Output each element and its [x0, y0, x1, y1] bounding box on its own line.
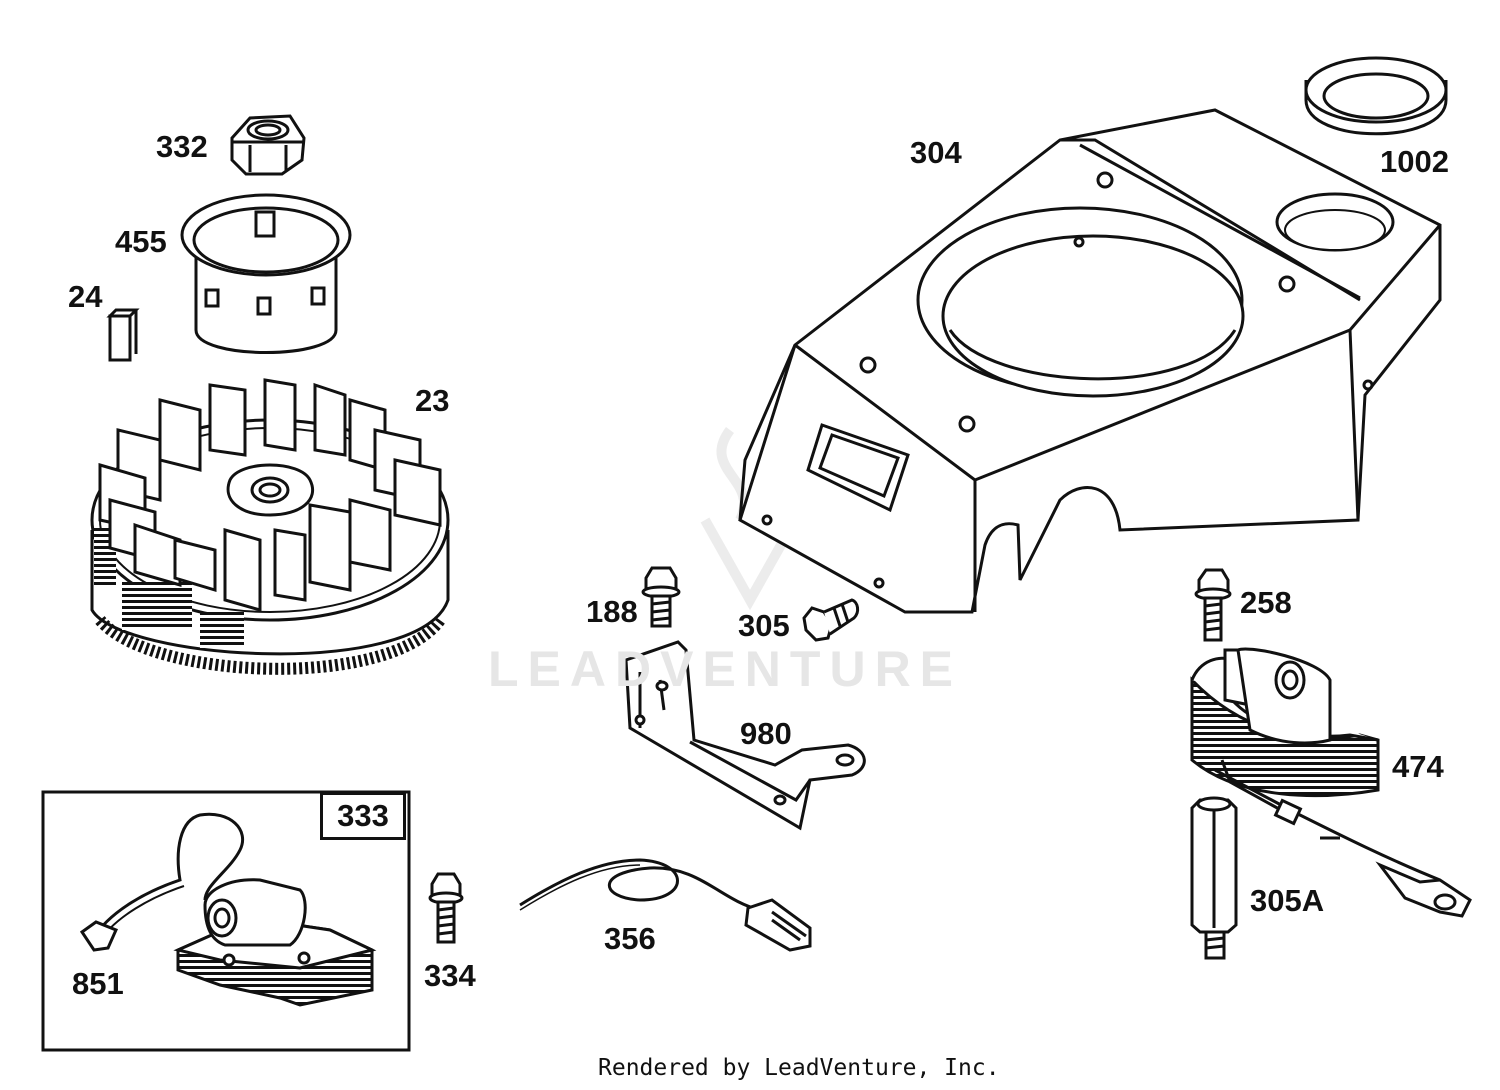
ground-wire-356 — [519, 858, 812, 952]
blower-housing-304 — [738, 108, 1442, 614]
ignition-module-851 — [79, 812, 377, 1007]
callout-305a: 305A — [1250, 883, 1325, 918]
callout-23: 23 — [415, 383, 450, 418]
starter-cup-455 — [180, 193, 352, 354]
callout-1002: 1002 — [1380, 144, 1449, 179]
callout-333: 333 — [320, 792, 406, 840]
grommet-1002 — [1304, 56, 1448, 136]
flywheel-key-24 — [106, 308, 140, 362]
callout-258: 258 — [1240, 585, 1292, 620]
ignition-kit-box-333 — [41, 790, 411, 1052]
callout-980: 980 — [740, 716, 792, 751]
armature-474 — [1190, 647, 1472, 918]
callout-455: 455 — [115, 224, 167, 259]
footer-credit: Rendered by LeadVenture, Inc. — [598, 1055, 1000, 1081]
flywheel-23 — [90, 378, 450, 675]
bolt-258 — [1194, 568, 1232, 642]
callout-188: 188 — [586, 594, 638, 629]
callout-474: 474 — [1392, 749, 1444, 784]
bolt-188 — [641, 566, 681, 628]
callout-305: 305 — [738, 608, 790, 643]
callout-356: 356 — [604, 921, 656, 956]
hex-nut-332 — [230, 114, 306, 176]
bolt-305 — [802, 598, 860, 642]
callout-851: 851 — [72, 966, 124, 1001]
watermark-text: LEADVENTURE — [488, 641, 963, 697]
callout-334: 334 — [424, 958, 476, 993]
bracket-980 — [624, 640, 866, 831]
callout-332: 332 — [156, 129, 208, 164]
bolt-334 — [428, 872, 464, 944]
callout-304: 304 — [910, 135, 962, 170]
callout-24: 24 — [68, 279, 103, 314]
standoff-305a — [1190, 796, 1238, 960]
